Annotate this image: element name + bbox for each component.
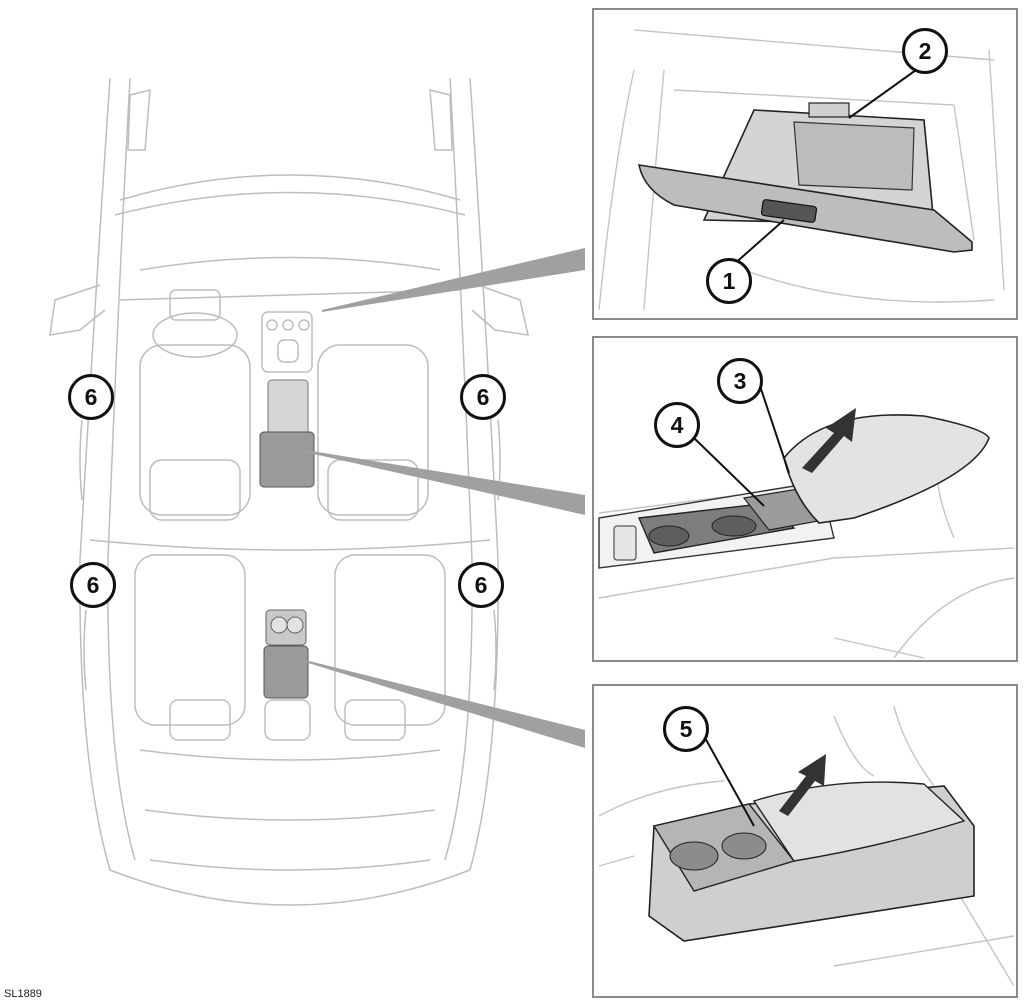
front-console-highlight	[267, 379, 309, 436]
callout-5-rear-armrest: 5	[663, 706, 709, 752]
lift-arrow-icon	[802, 408, 856, 473]
glovebox-handle	[760, 199, 818, 223]
vehicle-top-view	[49, 77, 585, 906]
callout-1-glovebox-handle: 1	[706, 258, 752, 304]
lift-arrow-icon	[779, 754, 826, 816]
callout-6-rear-right-door: 6	[458, 562, 504, 608]
callout-3-armrest: 3	[717, 358, 763, 404]
callout-6-rear-left-door: 6	[70, 562, 116, 608]
figure-code: SL1889	[4, 988, 42, 1000]
pointer-to-rear-console	[305, 660, 585, 748]
rear-armrest-highlight	[263, 645, 309, 699]
pointer-to-glovebox	[322, 248, 585, 312]
callout-4-cupholder: 4	[654, 402, 700, 448]
rear-armrest-detail-panel: 5	[592, 684, 1018, 998]
pointer-to-front-console	[305, 450, 585, 515]
glovebox-detail-panel: 1 2	[592, 8, 1018, 320]
callout-6-front-right-door: 6	[460, 374, 506, 420]
front-console-detail-panel: 3 4	[592, 336, 1018, 662]
front-armrest-highlight	[259, 431, 315, 488]
callout-2-glovebox: 2	[902, 28, 948, 74]
callout-6-front-left-door: 6	[68, 374, 114, 420]
